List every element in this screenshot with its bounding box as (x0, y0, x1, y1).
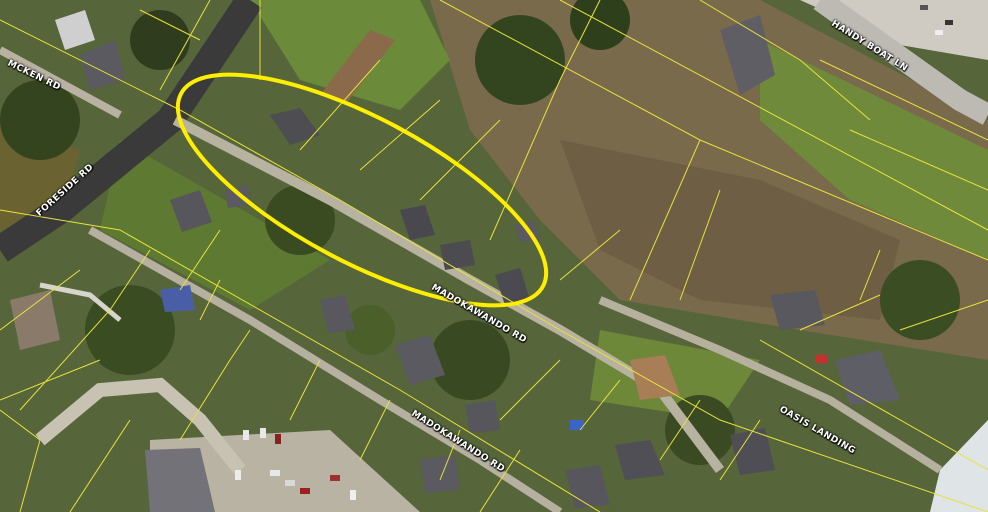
foreside-rd (0, 0, 262, 262)
handy-boat-ln (813, 0, 988, 125)
oasis-landing (598, 296, 943, 474)
buildings (10, 10, 900, 512)
parked-cars (235, 5, 953, 500)
highlight-ellipse (175, 72, 549, 308)
lawn-area (760, 40, 988, 260)
